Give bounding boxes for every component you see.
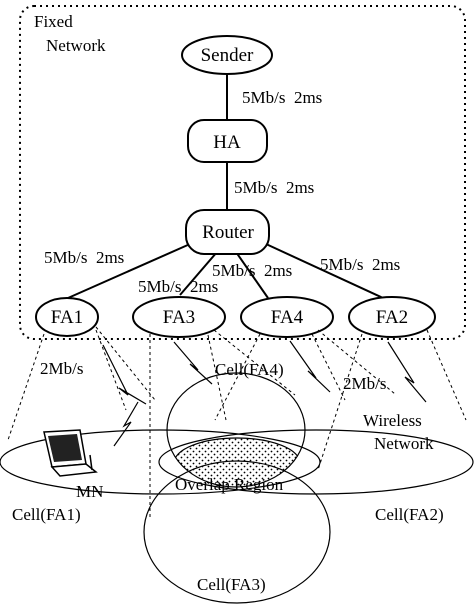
cell-fa4-label: Cell(FA4) [215, 360, 284, 379]
node-fa2: FA2 [348, 296, 436, 338]
node-router-label: Router [202, 222, 254, 243]
wireless-bolt-fa3 [173, 341, 213, 385]
link-label-router-fa4: 5Mb/s 2ms [212, 261, 292, 280]
node-fa1: FA1 [35, 297, 99, 337]
wireless-rate-fa2: 2Mb/s [343, 374, 386, 393]
link-label-router-fa1: 5Mb/s 2ms [44, 248, 124, 267]
node-sender: Sender [181, 35, 273, 75]
wireless-bolts [102, 340, 427, 447]
link-label-ha-router: 5Mb/s 2ms [234, 178, 314, 197]
wireless-bolt-fa2 [387, 341, 427, 403]
cell-fa2-label: Cell(FA2) [375, 505, 444, 524]
node-ha-label: HA [213, 132, 241, 153]
fixed-network-boundary [19, 5, 466, 340]
link-label-router-fa2: 5Mb/s 2ms [320, 255, 400, 274]
node-fa3-label: FA3 [163, 307, 195, 328]
node-fa1-label: FA1 [51, 307, 83, 328]
node-ha: HA [187, 119, 268, 163]
link-label-sender-ha: 5Mb/s 2ms [242, 88, 322, 107]
node-fa2-label: FA2 [376, 307, 408, 328]
link-router-fa2 [265, 243, 384, 299]
wireless-rate-fa1: 2Mb/s [40, 359, 83, 378]
wireless-bolt-mn [113, 401, 139, 447]
fixed-network-label-line2: Network [46, 36, 106, 55]
mn-label: MN [76, 482, 103, 501]
cell-fa1-boundary [0, 429, 321, 495]
node-router: Router [185, 209, 270, 255]
link-router-fa3 [179, 251, 218, 296]
node-fa3: FA3 [132, 296, 226, 338]
wireless-bolt-fa4 [289, 340, 331, 393]
cell-fa3-label: Cell(FA3) [197, 575, 266, 594]
fixed-network-label-line1: Fixed [34, 12, 73, 31]
wireless-network-label-line1: Wireless [363, 411, 422, 430]
link-router-fa1 [67, 243, 191, 299]
mn-laptop-icon [43, 429, 98, 477]
link-label-router-fa3: 5Mb/s 2ms [138, 277, 218, 296]
wireless-network-label-line2: Network [374, 434, 434, 453]
node-fa4: FA4 [240, 296, 334, 338]
node-fa4-label: FA4 [271, 307, 304, 328]
node-sender-label: Sender [201, 45, 254, 66]
link-router-fa4 [235, 251, 269, 299]
coverage-lines [7, 326, 467, 520]
overlap-region-label: Overlap Region [175, 475, 284, 494]
wireless-bolt-fa1 [102, 344, 147, 405]
cell-fa1-label: Cell(FA1) [12, 505, 81, 524]
